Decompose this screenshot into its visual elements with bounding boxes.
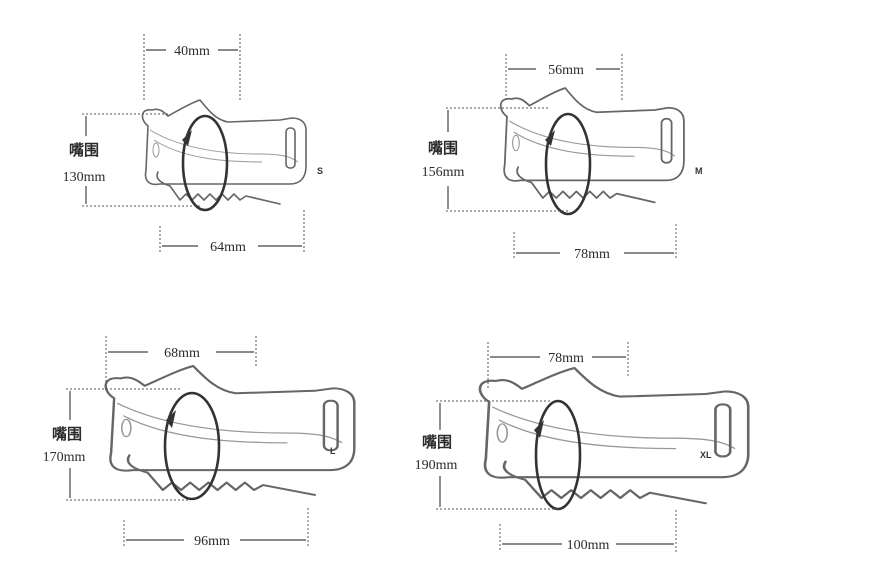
muzzle-xl-loop <box>534 399 582 511</box>
size-label-xl: XL <box>700 450 712 460</box>
muzzle-l-loop <box>163 391 221 501</box>
top-width-xl: 78mm <box>548 351 584 366</box>
muzzle-m <box>499 87 685 204</box>
circumference-l: 170mm <box>43 450 86 465</box>
circ-label-l: 嘴围 <box>52 425 82 443</box>
bottom-width-m: 78mm <box>574 247 610 262</box>
circumference-s: 130mm <box>63 170 106 185</box>
muzzle-m-circumference: 嘴围 156mm <box>422 107 570 212</box>
muzzle-xl-circumference: 嘴围 190mm <box>415 400 558 510</box>
top-width-s: 40mm <box>174 44 210 59</box>
muzzle-xl <box>478 366 750 505</box>
bottom-width-s: 64mm <box>210 240 246 255</box>
muzzle-l <box>104 364 356 497</box>
size-label-l: L <box>330 446 336 456</box>
muzzle-s-circumference: 嘴围 130mm <box>63 113 200 207</box>
muzzle-m-bottom-dimension: 78mm <box>513 224 677 262</box>
muzzle-m-top-dimension: 56mm <box>505 54 623 100</box>
circumference-m: 156mm <box>422 165 465 180</box>
circ-label-m: 嘴围 <box>428 139 458 157</box>
muzzle-xl-bottom-dimension: 100mm <box>499 510 677 553</box>
muzzle-s-bottom-dimension: 64mm <box>159 210 305 255</box>
muzzle-m-size-tag: M <box>695 166 703 176</box>
top-width-l: 68mm <box>164 346 200 361</box>
bottom-width-xl: 100mm <box>567 538 610 553</box>
circumference-xl: 190mm <box>415 458 458 473</box>
muzzle-l-circumference: 嘴围 170mm <box>43 388 190 501</box>
muzzle-s-size-tag: S <box>317 166 323 176</box>
circ-label-s: 嘴围 <box>69 141 99 159</box>
muzzle-xl-top-dimension: 78mm <box>487 342 629 390</box>
muzzle-l-bottom-dimension: 96mm <box>123 508 309 549</box>
muzzle-m-loop <box>544 112 592 216</box>
size-label-s: S <box>317 166 323 176</box>
size-label-m: M <box>695 166 703 176</box>
muzzle-l-top-dimension: 68mm <box>105 336 257 382</box>
muzzle-l-size-tag: L <box>330 446 336 456</box>
bottom-width-l: 96mm <box>194 534 230 549</box>
top-width-m: 56mm <box>548 63 584 78</box>
muzzle-s-loop <box>181 114 229 212</box>
muzzle-s-top-dimension: 40mm <box>143 34 241 100</box>
circ-label-xl: 嘴围 <box>422 433 452 451</box>
muzzle-xl-size-tag: XL <box>700 450 712 460</box>
